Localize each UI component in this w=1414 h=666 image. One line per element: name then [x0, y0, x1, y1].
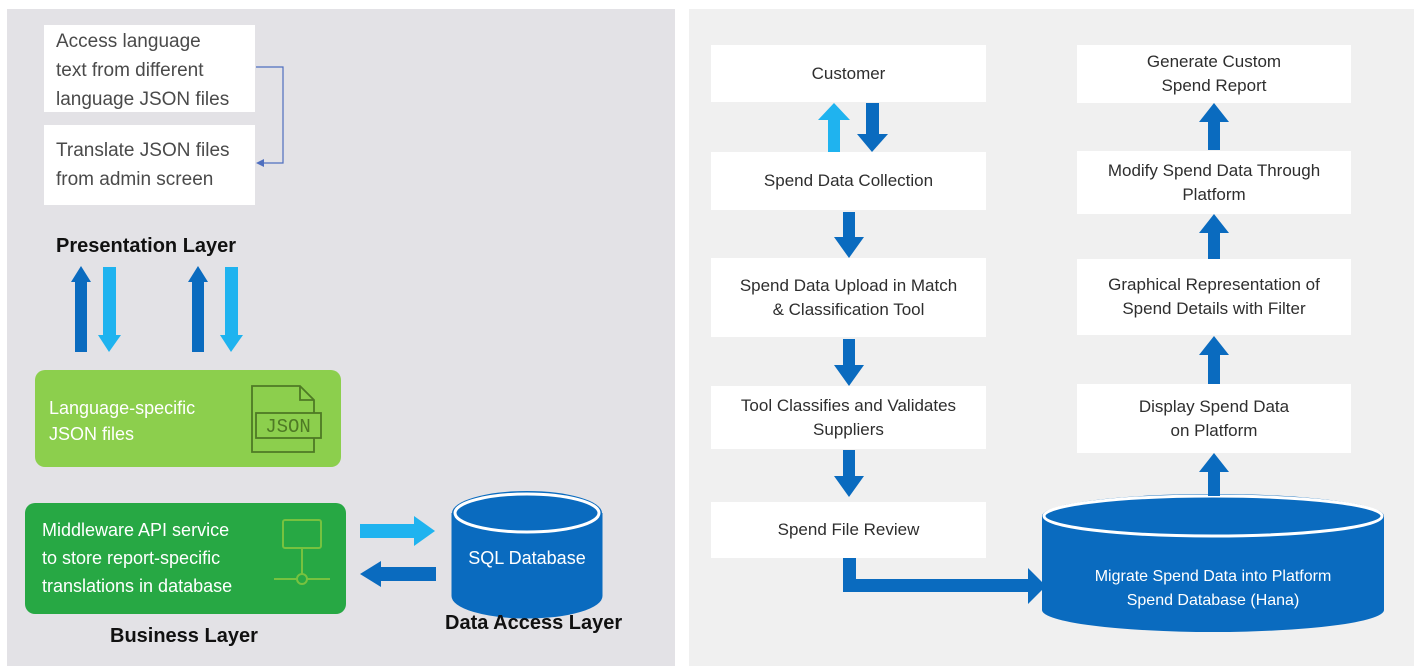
data-access-layer-heading: Data Access Layer — [445, 612, 623, 634]
middleware-box — [25, 503, 346, 614]
up-arrow-graph-modify — [1199, 214, 1229, 259]
graphical-representation-box: Graphical Representation of Spend Detail… — [1077, 259, 1351, 335]
hana-database-cylinder — [1042, 494, 1384, 632]
down-arrow-classify-review — [834, 450, 864, 497]
up-arrow-db-display — [1199, 453, 1229, 496]
json-files-box — [35, 370, 341, 467]
access-language-note: Access language text from different lang… — [44, 25, 255, 112]
customer-down-arrow — [857, 103, 888, 152]
sql-database-cylinder — [451, 491, 603, 619]
spend-file-review-box: Spend File Review — [711, 502, 986, 558]
up-arrow-display-graph — [1199, 336, 1229, 384]
down-arrow-2 — [220, 267, 243, 352]
modify-spend-box: Modify Spend Data Through Platform — [1077, 151, 1351, 214]
arrow-to-database — [360, 516, 435, 546]
middleware-label: Middleware API service to store report-s… — [42, 520, 233, 596]
up-arrow-modify-report — [1199, 103, 1229, 150]
presentation-layer-heading: Presentation Layer — [56, 235, 237, 257]
json-document-icon — [251, 385, 322, 453]
down-arrow-1 — [98, 267, 121, 352]
json-files-label: Language-specific JSON files — [49, 398, 196, 444]
display-spend-box: Display Spend Data on Platform — [1077, 384, 1351, 453]
business-layer-heading: Business Layer — [110, 625, 258, 647]
down-arrow-upload-classify — [834, 339, 864, 386]
tool-classifies-box: Tool Classifies and Validates Suppliers — [711, 386, 986, 449]
up-arrow-2 — [188, 266, 208, 352]
network-monitor-icon — [274, 519, 330, 585]
generate-report-box: Generate Custom Spend Report — [1077, 45, 1351, 103]
spend-data-collection-box: Spend Data Collection — [711, 152, 986, 210]
customer-box: Customer — [711, 45, 986, 102]
customer-up-arrow — [818, 103, 850, 152]
json-icon-label: JSON — [265, 416, 311, 438]
arrow-from-database — [360, 561, 436, 587]
up-arrow-1 — [71, 266, 91, 352]
arrow-review-to-database — [843, 558, 1046, 604]
migrate-database-label: Migrate Spend Data into Platform Spend D… — [1094, 568, 1332, 609]
down-arrow-collection-upload — [834, 212, 864, 258]
translate-json-note: Translate JSON files from admin screen — [44, 125, 255, 205]
sql-database-label: SQL Database — [468, 548, 586, 568]
note-connector-line — [256, 66, 284, 164]
note-connector-arrowhead — [256, 159, 264, 167]
spend-data-upload-box: Spend Data Upload in Match & Classificat… — [711, 258, 986, 337]
